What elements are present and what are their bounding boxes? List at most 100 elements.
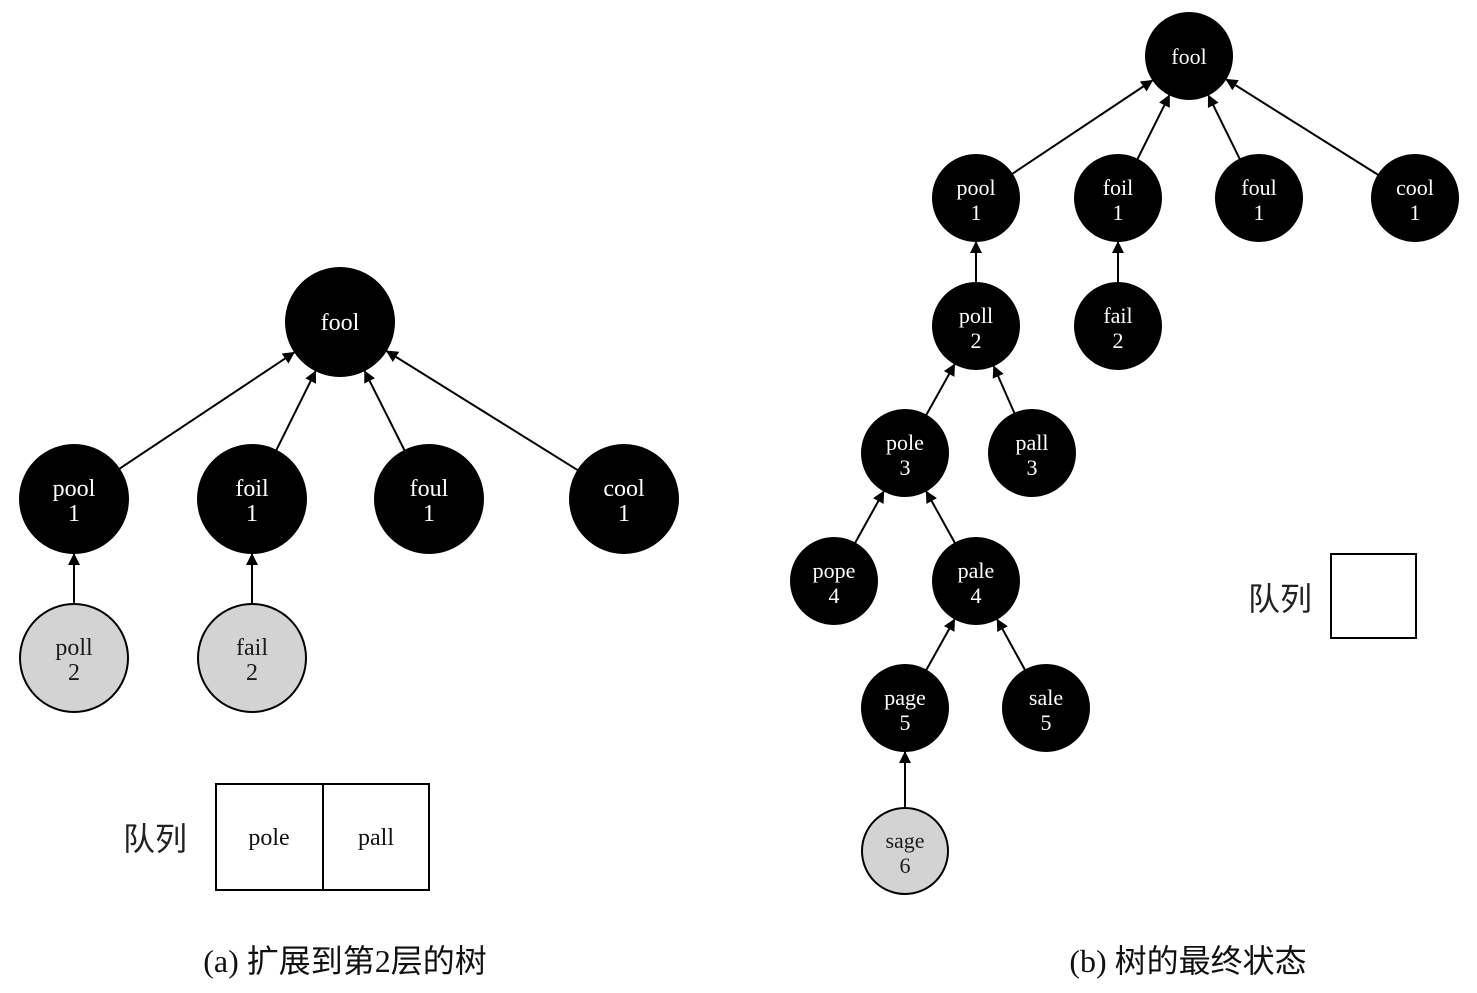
node-a-fool: fool bbox=[285, 267, 395, 377]
node-word-b-foil: foil bbox=[1103, 175, 1134, 200]
node-depth-a-foul: 1 bbox=[423, 501, 435, 527]
node-depth-b-poll: 2 bbox=[971, 328, 982, 353]
queue-a-item-2: pall bbox=[358, 825, 394, 851]
node-depth-b-pole: 3 bbox=[900, 455, 911, 480]
edge-a-pool-to-a-fool bbox=[118, 351, 296, 470]
node-circle-b-fool bbox=[1145, 12, 1233, 100]
caption-b: (b) 树的最终状态 bbox=[1069, 943, 1306, 979]
queue-b: 队列 bbox=[1248, 553, 1417, 639]
node-depth-b-fail: 2 bbox=[1113, 328, 1124, 353]
node-depth-b-pale: 4 bbox=[971, 583, 982, 608]
node-b-fool: fool bbox=[1145, 12, 1233, 100]
edge-b-pool-to-b-fool bbox=[1011, 79, 1154, 175]
edge-b-pall-to-b-poll bbox=[992, 365, 1016, 415]
node-circle-b-pale bbox=[932, 537, 1020, 625]
node-circle-a-fool bbox=[285, 267, 395, 377]
node-word-b-pole: pole bbox=[886, 430, 924, 455]
edge-b-cool-to-b-fool bbox=[1225, 78, 1380, 176]
edge-a-cool-to-a-fool bbox=[385, 350, 579, 472]
node-word-b-page: page bbox=[884, 685, 926, 710]
node-circle-b-cool bbox=[1371, 154, 1459, 242]
node-word-b-pool: pool bbox=[956, 175, 995, 200]
edge-a-foul-to-a-fool bbox=[363, 370, 406, 452]
caption-a: (a) 扩展到第2层的树 bbox=[203, 943, 487, 979]
node-word-a-cool: cool bbox=[603, 476, 645, 502]
node-word-b-fool: fool bbox=[1171, 44, 1206, 69]
node-word-b-fail: fail bbox=[1103, 303, 1132, 328]
queue-b-empty-cell bbox=[1330, 553, 1417, 639]
queue-a: 队列 pole pall bbox=[123, 783, 430, 891]
node-depth-a-pool: 1 bbox=[68, 501, 80, 527]
edge-b-page-to-b-pale bbox=[925, 618, 956, 671]
node-word-a-foil: foil bbox=[235, 476, 269, 502]
edge-b-sale-to-b-pale bbox=[996, 618, 1027, 671]
node-circle-a-foil bbox=[197, 444, 307, 554]
node-word-b-cool: cool bbox=[1396, 175, 1434, 200]
node-word-a-fool: fool bbox=[321, 310, 360, 336]
node-depth-b-pool: 1 bbox=[971, 200, 982, 225]
node-circle-b-poll bbox=[932, 282, 1020, 370]
node-circle-b-pole bbox=[861, 409, 949, 497]
node-word-a-poll: poll bbox=[55, 635, 93, 661]
node-circle-a-fail bbox=[197, 603, 307, 713]
queue-a-label: 队列 bbox=[123, 820, 187, 858]
node-word-b-pope: pope bbox=[813, 558, 856, 583]
node-depth-a-foil: 1 bbox=[246, 501, 258, 527]
node-depth-b-pall: 3 bbox=[1027, 455, 1038, 480]
node-depth-b-page: 5 bbox=[900, 710, 911, 735]
node-circle-a-pool bbox=[19, 444, 129, 554]
node-circle-b-pope bbox=[790, 537, 878, 625]
node-circle-b-pool bbox=[932, 154, 1020, 242]
node-word-b-poll: poll bbox=[959, 303, 993, 328]
edge-b-foul-to-b-fool bbox=[1207, 94, 1241, 160]
node-circle-b-fail bbox=[1074, 282, 1162, 370]
node-word-b-pale: pale bbox=[958, 558, 995, 583]
queue-a-item-1: pole bbox=[248, 825, 289, 851]
node-depth-b-foul: 1 bbox=[1254, 200, 1265, 225]
node-word-b-sale: sale bbox=[1029, 685, 1063, 710]
edge-b-pope-to-b-pole bbox=[853, 490, 885, 544]
node-depth-a-poll: 2 bbox=[68, 660, 80, 686]
edge-b-pale-to-b-pole bbox=[925, 490, 957, 544]
edges-layer bbox=[68, 78, 1380, 808]
node-circle-b-page bbox=[861, 664, 949, 752]
node-depth-b-sale: 5 bbox=[1041, 710, 1052, 735]
node-depth-b-foil: 1 bbox=[1113, 200, 1124, 225]
node-depth-a-cool: 1 bbox=[618, 501, 630, 527]
node-circle-b-foul bbox=[1215, 154, 1303, 242]
node-word-b-foul: foul bbox=[1241, 175, 1276, 200]
queue-a-cell-2 bbox=[322, 783, 430, 891]
node-word-a-pool: pool bbox=[53, 476, 96, 502]
node-circle-a-foul bbox=[374, 444, 484, 554]
nodes-layer: foolpool1foil1foul1cool1poll2fail2foolpo… bbox=[19, 12, 1459, 895]
queue-b-label: 队列 bbox=[1248, 580, 1312, 618]
node-circle-b-sage bbox=[861, 807, 949, 895]
node-word-b-sage: sage bbox=[885, 828, 924, 853]
node-circle-a-poll bbox=[19, 603, 129, 713]
node-word-a-foul: foul bbox=[410, 476, 449, 502]
node-circle-b-pall bbox=[988, 409, 1076, 497]
node-circle-b-foil bbox=[1074, 154, 1162, 242]
edge-b-foil-to-b-fool bbox=[1136, 94, 1171, 160]
edge-a-foil-to-a-fool bbox=[275, 370, 317, 452]
node-depth-b-pope: 4 bbox=[829, 583, 840, 608]
